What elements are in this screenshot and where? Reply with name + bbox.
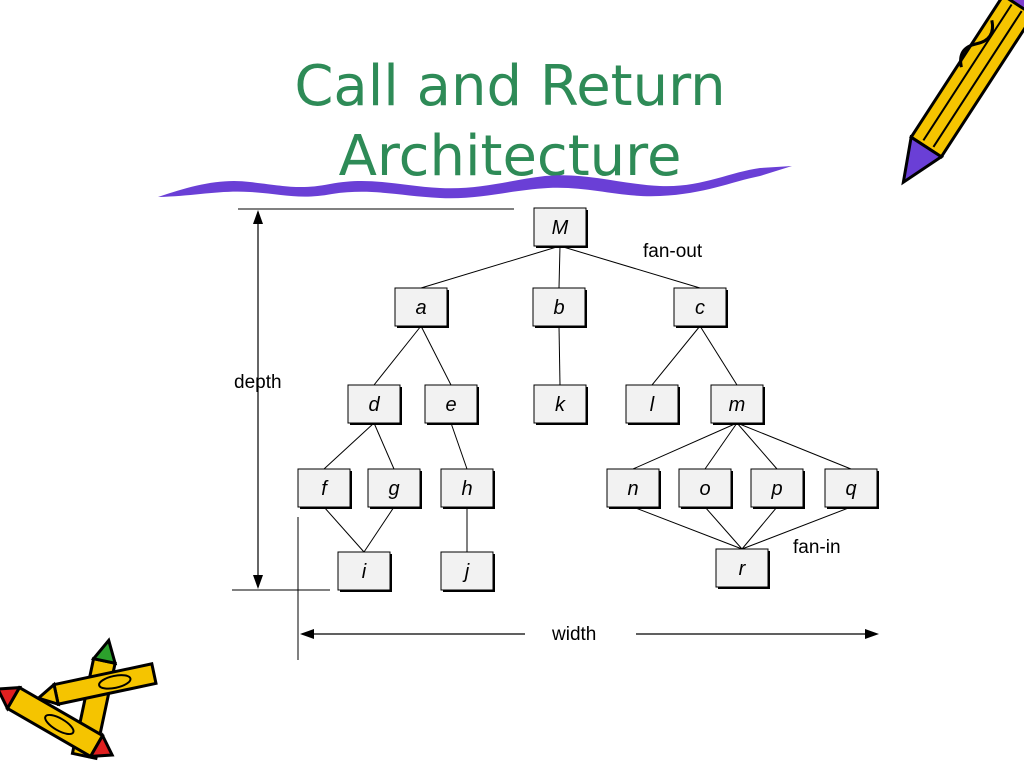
node-l: l	[625, 384, 680, 425]
node-d: d	[347, 384, 402, 425]
nodes-group: Ma b c d e k l m f g h n o p q i j r	[297, 207, 879, 592]
node-label: k	[555, 394, 566, 416]
node-label: h	[461, 478, 472, 500]
node-M: M	[533, 207, 588, 248]
edge-M-b	[558, 245, 561, 289]
node-label: p	[770, 478, 782, 500]
slide-title: Call and Return Architecture	[200, 52, 820, 192]
node-label: M	[552, 217, 569, 239]
node-k: k	[533, 384, 588, 425]
node-m: m	[710, 384, 765, 425]
node-label: g	[388, 478, 399, 500]
node-box	[710, 384, 764, 424]
edge-M-c	[559, 245, 701, 289]
width-label: width	[551, 624, 596, 645]
node-label: q	[845, 478, 856, 500]
node-label: n	[627, 478, 638, 500]
node-box	[440, 468, 494, 508]
node-q: q	[824, 468, 879, 509]
node-box	[394, 287, 448, 327]
node-label: j	[462, 561, 470, 583]
node-label: b	[553, 297, 564, 319]
crayons-icon	[0, 637, 158, 761]
edge-m-o	[704, 422, 738, 470]
node-i: i	[337, 551, 392, 592]
node-o: o	[678, 468, 733, 509]
edge-m-q	[736, 422, 852, 470]
edge-m-p	[736, 422, 778, 470]
node-box	[678, 468, 732, 508]
node-e: e	[424, 384, 479, 425]
node-box	[625, 384, 679, 424]
edge-M-a	[420, 245, 561, 289]
node-box	[367, 468, 421, 508]
node-c: c	[673, 287, 728, 328]
node-p: p	[750, 468, 805, 509]
node-label: o	[699, 478, 710, 500]
node-label: r	[739, 558, 747, 580]
edge-g-i	[363, 506, 395, 553]
node-j: j	[440, 551, 495, 592]
pencil-icon	[901, 0, 1024, 186]
edge-c-m	[699, 325, 738, 386]
node-box	[347, 384, 401, 424]
depth-label: depth	[234, 372, 282, 393]
node-b: b	[532, 287, 587, 328]
node-box	[673, 287, 727, 327]
node-box	[424, 384, 478, 424]
depth-arrow-up-icon	[253, 210, 263, 224]
width-arrow-right-icon	[865, 629, 879, 639]
edge-n-r	[632, 506, 743, 550]
node-box	[533, 207, 587, 247]
node-label: c	[695, 297, 705, 319]
edge-c-l	[651, 325, 701, 386]
node-f: f	[297, 468, 352, 509]
node-box	[297, 468, 351, 508]
node-n: n	[606, 468, 661, 509]
edge-a-d	[373, 325, 422, 386]
node-label: f	[321, 478, 329, 500]
slide-title-line1: Call and Return	[294, 54, 726, 119]
edge-d-g	[373, 422, 395, 470]
width-arrow-left-icon	[300, 629, 314, 639]
slide-title-line2: Architecture	[338, 124, 682, 189]
node-label: d	[368, 394, 380, 416]
node-h: h	[440, 468, 495, 509]
fan-in-label: fan-in	[793, 537, 841, 558]
edge-p-r	[741, 506, 778, 550]
node-box	[824, 468, 878, 508]
edge-m-n	[632, 422, 738, 470]
node-label: a	[415, 297, 426, 319]
node-a: a	[394, 287, 449, 328]
title-underline-icon	[158, 166, 792, 199]
node-g: g	[367, 468, 422, 509]
node-box	[337, 551, 391, 591]
node-box	[715, 548, 769, 588]
node-box	[750, 468, 804, 508]
node-box	[606, 468, 660, 508]
node-r: r	[715, 548, 770, 589]
node-label: i	[362, 561, 367, 583]
edge-q-r	[741, 506, 852, 550]
edge-e-h	[450, 422, 468, 470]
edge-f-i	[323, 506, 365, 553]
node-label: e	[445, 394, 456, 416]
edge-b-k	[558, 325, 561, 386]
edge-a-e	[420, 325, 452, 386]
node-label: l	[650, 394, 655, 416]
node-box	[532, 287, 586, 327]
depth-arrow-down-icon	[253, 575, 263, 589]
node-box	[533, 384, 587, 424]
node-box	[440, 551, 494, 591]
fan-out-label: fan-out	[643, 241, 703, 262]
edge-d-f	[323, 422, 375, 470]
dimension-guides	[232, 208, 879, 660]
edge-o-r	[704, 506, 743, 550]
node-label: m	[729, 394, 746, 416]
edges-group	[323, 245, 852, 553]
